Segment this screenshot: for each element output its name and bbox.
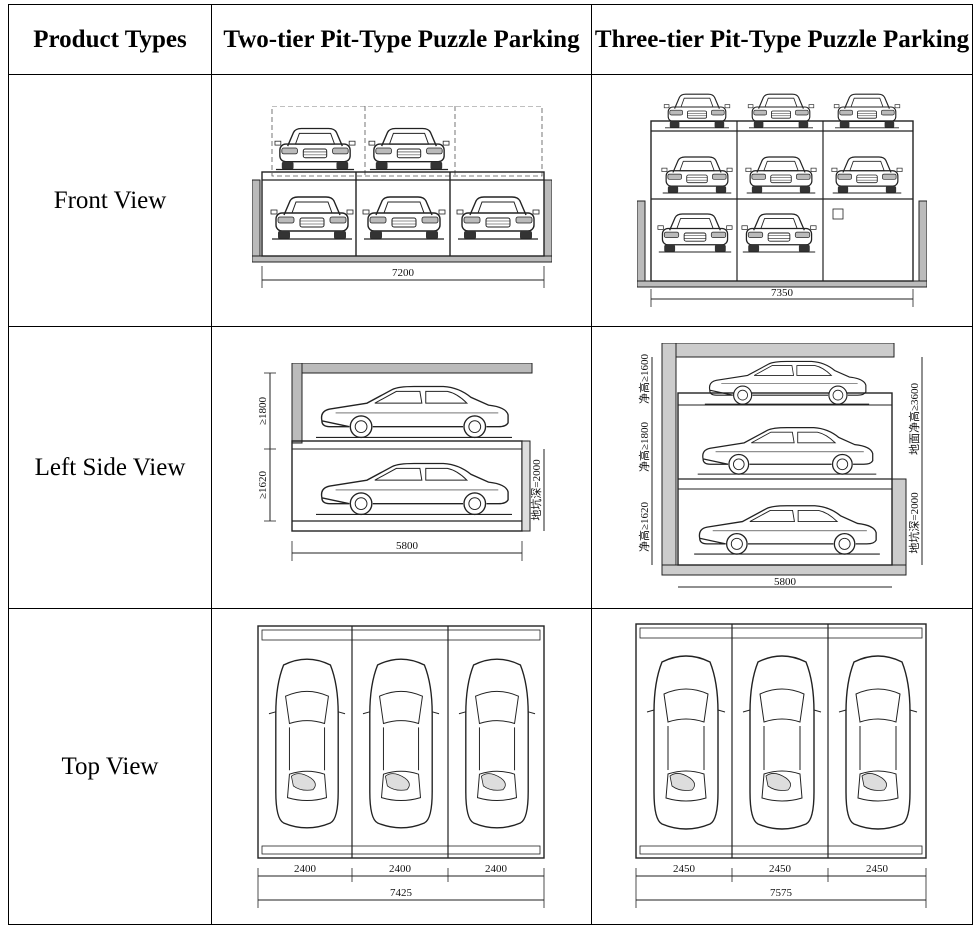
three-tier-top-drawing-cell: 2450 2450 2450 7575: [591, 608, 973, 925]
three-tier-lower-clearance: 净高≥1620: [637, 501, 651, 552]
top-view-row: Top View 2400 2400 2400 7425: [8, 608, 973, 925]
three-tier-side-drawing-cell: 净高≥1600 净高≥1800 净高≥1620 地面净高≥3600 地坑深=20…: [591, 326, 973, 609]
two-tier-side-drawing-cell: ≥1800 ≥1620 地坑深=2000 5800: [211, 326, 592, 609]
front-view-row: Front View 7200: [8, 74, 973, 327]
three-tier-bay3-width: 2450: [866, 863, 889, 875]
two-tier-upper-clearance: ≥1800: [257, 396, 269, 425]
three-tier-top-drawing: 2450 2450 2450 7575: [635, 622, 927, 908]
two-tier-top-drawing: 2400 2400 2400 7425: [256, 624, 545, 908]
two-tier-bay2-width: 2400: [389, 863, 412, 875]
three-tier-upper-clearance: 净高≥1600: [637, 353, 651, 404]
two-tier-side-drawing: ≥1800 ≥1620 地坑深=2000 5800: [257, 362, 544, 561]
three-tier-bay1-width: 2450: [673, 863, 696, 875]
row-label-top-view: Top View: [8, 608, 212, 925]
three-tier-pit-depth: 地坑深=2000: [907, 491, 921, 553]
three-tier-front-drawing-cell: 7350: [591, 74, 973, 327]
three-tier-front-width-label: 7350: [771, 287, 794, 299]
two-tier-bay1-width: 2400: [294, 863, 317, 875]
header-product-types: Product Types: [8, 4, 212, 75]
two-tier-pit-depth: 地坑深=2000: [529, 458, 543, 520]
side-view-row: Left Side View ≥1800 ≥1620 地坑深=2000: [8, 326, 973, 609]
two-tier-front-drawing-cell: 7200: [211, 74, 592, 327]
three-tier-bay2-width: 2450: [769, 863, 792, 875]
two-tier-side-length: 5800: [396, 540, 419, 552]
row-label-front-view: Front View: [8, 74, 212, 327]
three-tier-front-drawing: 7350: [637, 93, 927, 307]
three-tier-side-drawing: 净高≥1600 净高≥1800 净高≥1620 地面净高≥3600 地坑深=20…: [637, 342, 923, 588]
row-label-left-side-view: Left Side View: [8, 326, 212, 609]
spec-table: Product Types Two-tier Pit-Type Puzzle P…: [8, 4, 973, 925]
header-three-tier: Three-tier Pit-Type Puzzle Parking: [591, 4, 973, 75]
three-tier-side-length: 5800: [774, 576, 797, 588]
header-two-tier: Two-tier Pit-Type Puzzle Parking: [211, 4, 592, 75]
three-tier-middle-clearance: 净高≥1800: [637, 421, 651, 472]
two-tier-bay3-width: 2400: [485, 863, 508, 875]
two-tier-top-drawing-cell: 2400 2400 2400 7425: [211, 608, 592, 925]
two-tier-front-drawing: 7200: [251, 105, 552, 288]
two-tier-front-width-label: 7200: [392, 267, 415, 279]
header-row: Product Types Two-tier Pit-Type Puzzle P…: [8, 4, 973, 75]
three-tier-ground-clearance: 地面净高≥3600: [907, 382, 921, 455]
three-tier-total-width: 7575: [770, 887, 793, 899]
two-tier-total-width: 7425: [390, 887, 413, 899]
two-tier-lower-clearance: ≥1620: [257, 470, 269, 499]
